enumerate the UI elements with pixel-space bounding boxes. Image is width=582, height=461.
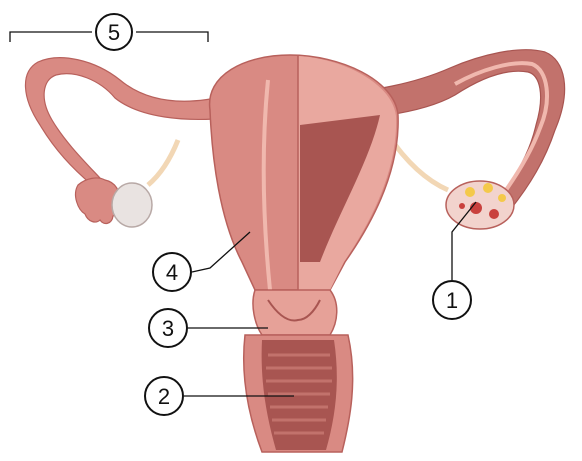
follicle xyxy=(489,209,499,219)
callout-3: 3 xyxy=(149,309,187,347)
vaginal-rugae xyxy=(266,355,332,433)
callout-5-number: 5 xyxy=(108,20,120,45)
callout-2: 2 xyxy=(145,377,183,415)
callout-4-number: 4 xyxy=(166,260,178,285)
callout-3-number: 3 xyxy=(162,316,174,341)
follicle xyxy=(483,183,493,193)
follicle xyxy=(498,194,506,202)
callout-2-number: 2 xyxy=(158,384,170,409)
left-ovarian-ligament xyxy=(148,140,178,185)
callout-1-number: 1 xyxy=(446,288,458,313)
callout-4: 4 xyxy=(153,253,191,291)
follicle xyxy=(465,187,475,197)
callout-1: 1 xyxy=(433,281,471,319)
left-fallopian-tube xyxy=(25,58,230,185)
callout-5: 5 xyxy=(96,14,132,50)
follicle xyxy=(459,203,465,209)
left-ovary xyxy=(112,183,152,227)
